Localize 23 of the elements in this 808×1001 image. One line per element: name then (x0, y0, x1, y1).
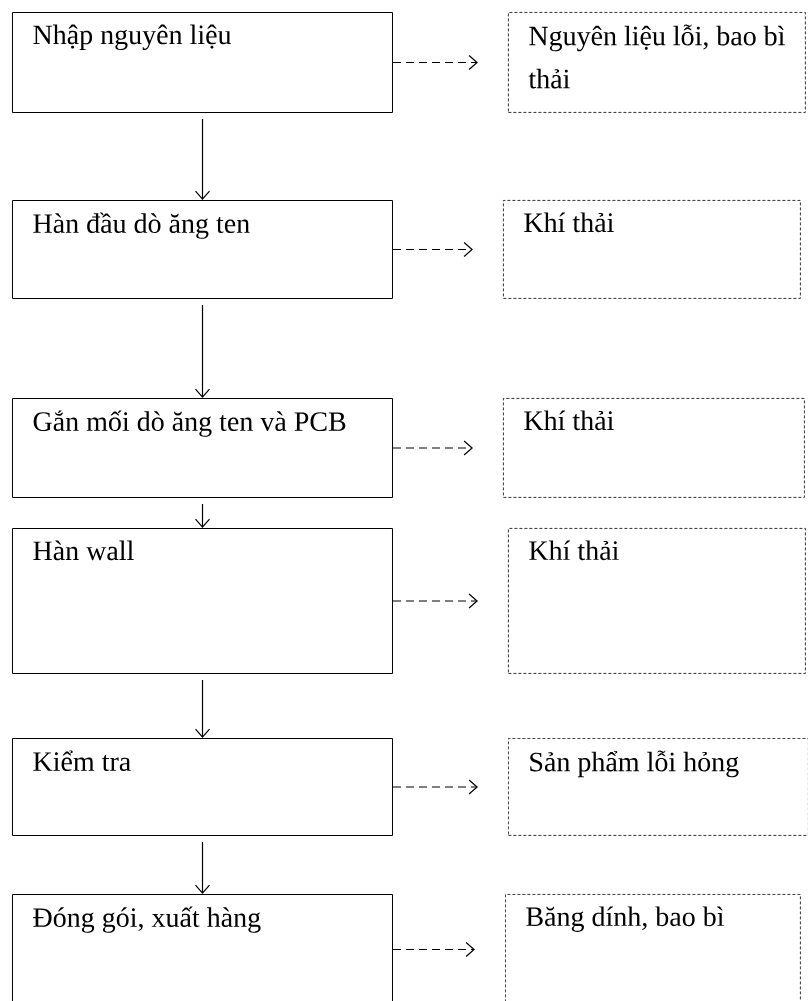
arrow (194, 304, 211, 398)
process-box: Kiểm tra (12, 738, 393, 836)
dashed-arrow (392, 440, 473, 456)
process-box: Hàn đầu dò ăng ten (12, 200, 393, 299)
dashed-arrow (392, 54, 478, 71)
dashed-arrow (392, 779, 478, 795)
dashed-arrow (392, 941, 475, 958)
process-box: Hàn wall (12, 528, 393, 674)
waste-box: Khí thải (503, 398, 805, 498)
dashed-arrow (392, 593, 478, 609)
process-box: Gắn mối dò ăng ten và PCB (12, 398, 393, 498)
process-box: Nhập nguyên liệu (12, 12, 393, 113)
dashed-arrow (392, 241, 473, 258)
waste-box: Nguyên liệu lỗi, bao bì thải (508, 12, 806, 113)
waste-box: Khí thải (503, 200, 801, 299)
arrow (194, 679, 211, 738)
waste-box: Khí thải (508, 528, 806, 674)
arrow (194, 118, 211, 200)
waste-box: Băng dính, bao bì (505, 894, 801, 1001)
arrow (194, 841, 211, 894)
waste-box: Sản phẩm lỗi hỏng (508, 738, 808, 836)
process-box: Đóng gói, xuất hàng (12, 894, 393, 1001)
arrow (194, 503, 211, 528)
